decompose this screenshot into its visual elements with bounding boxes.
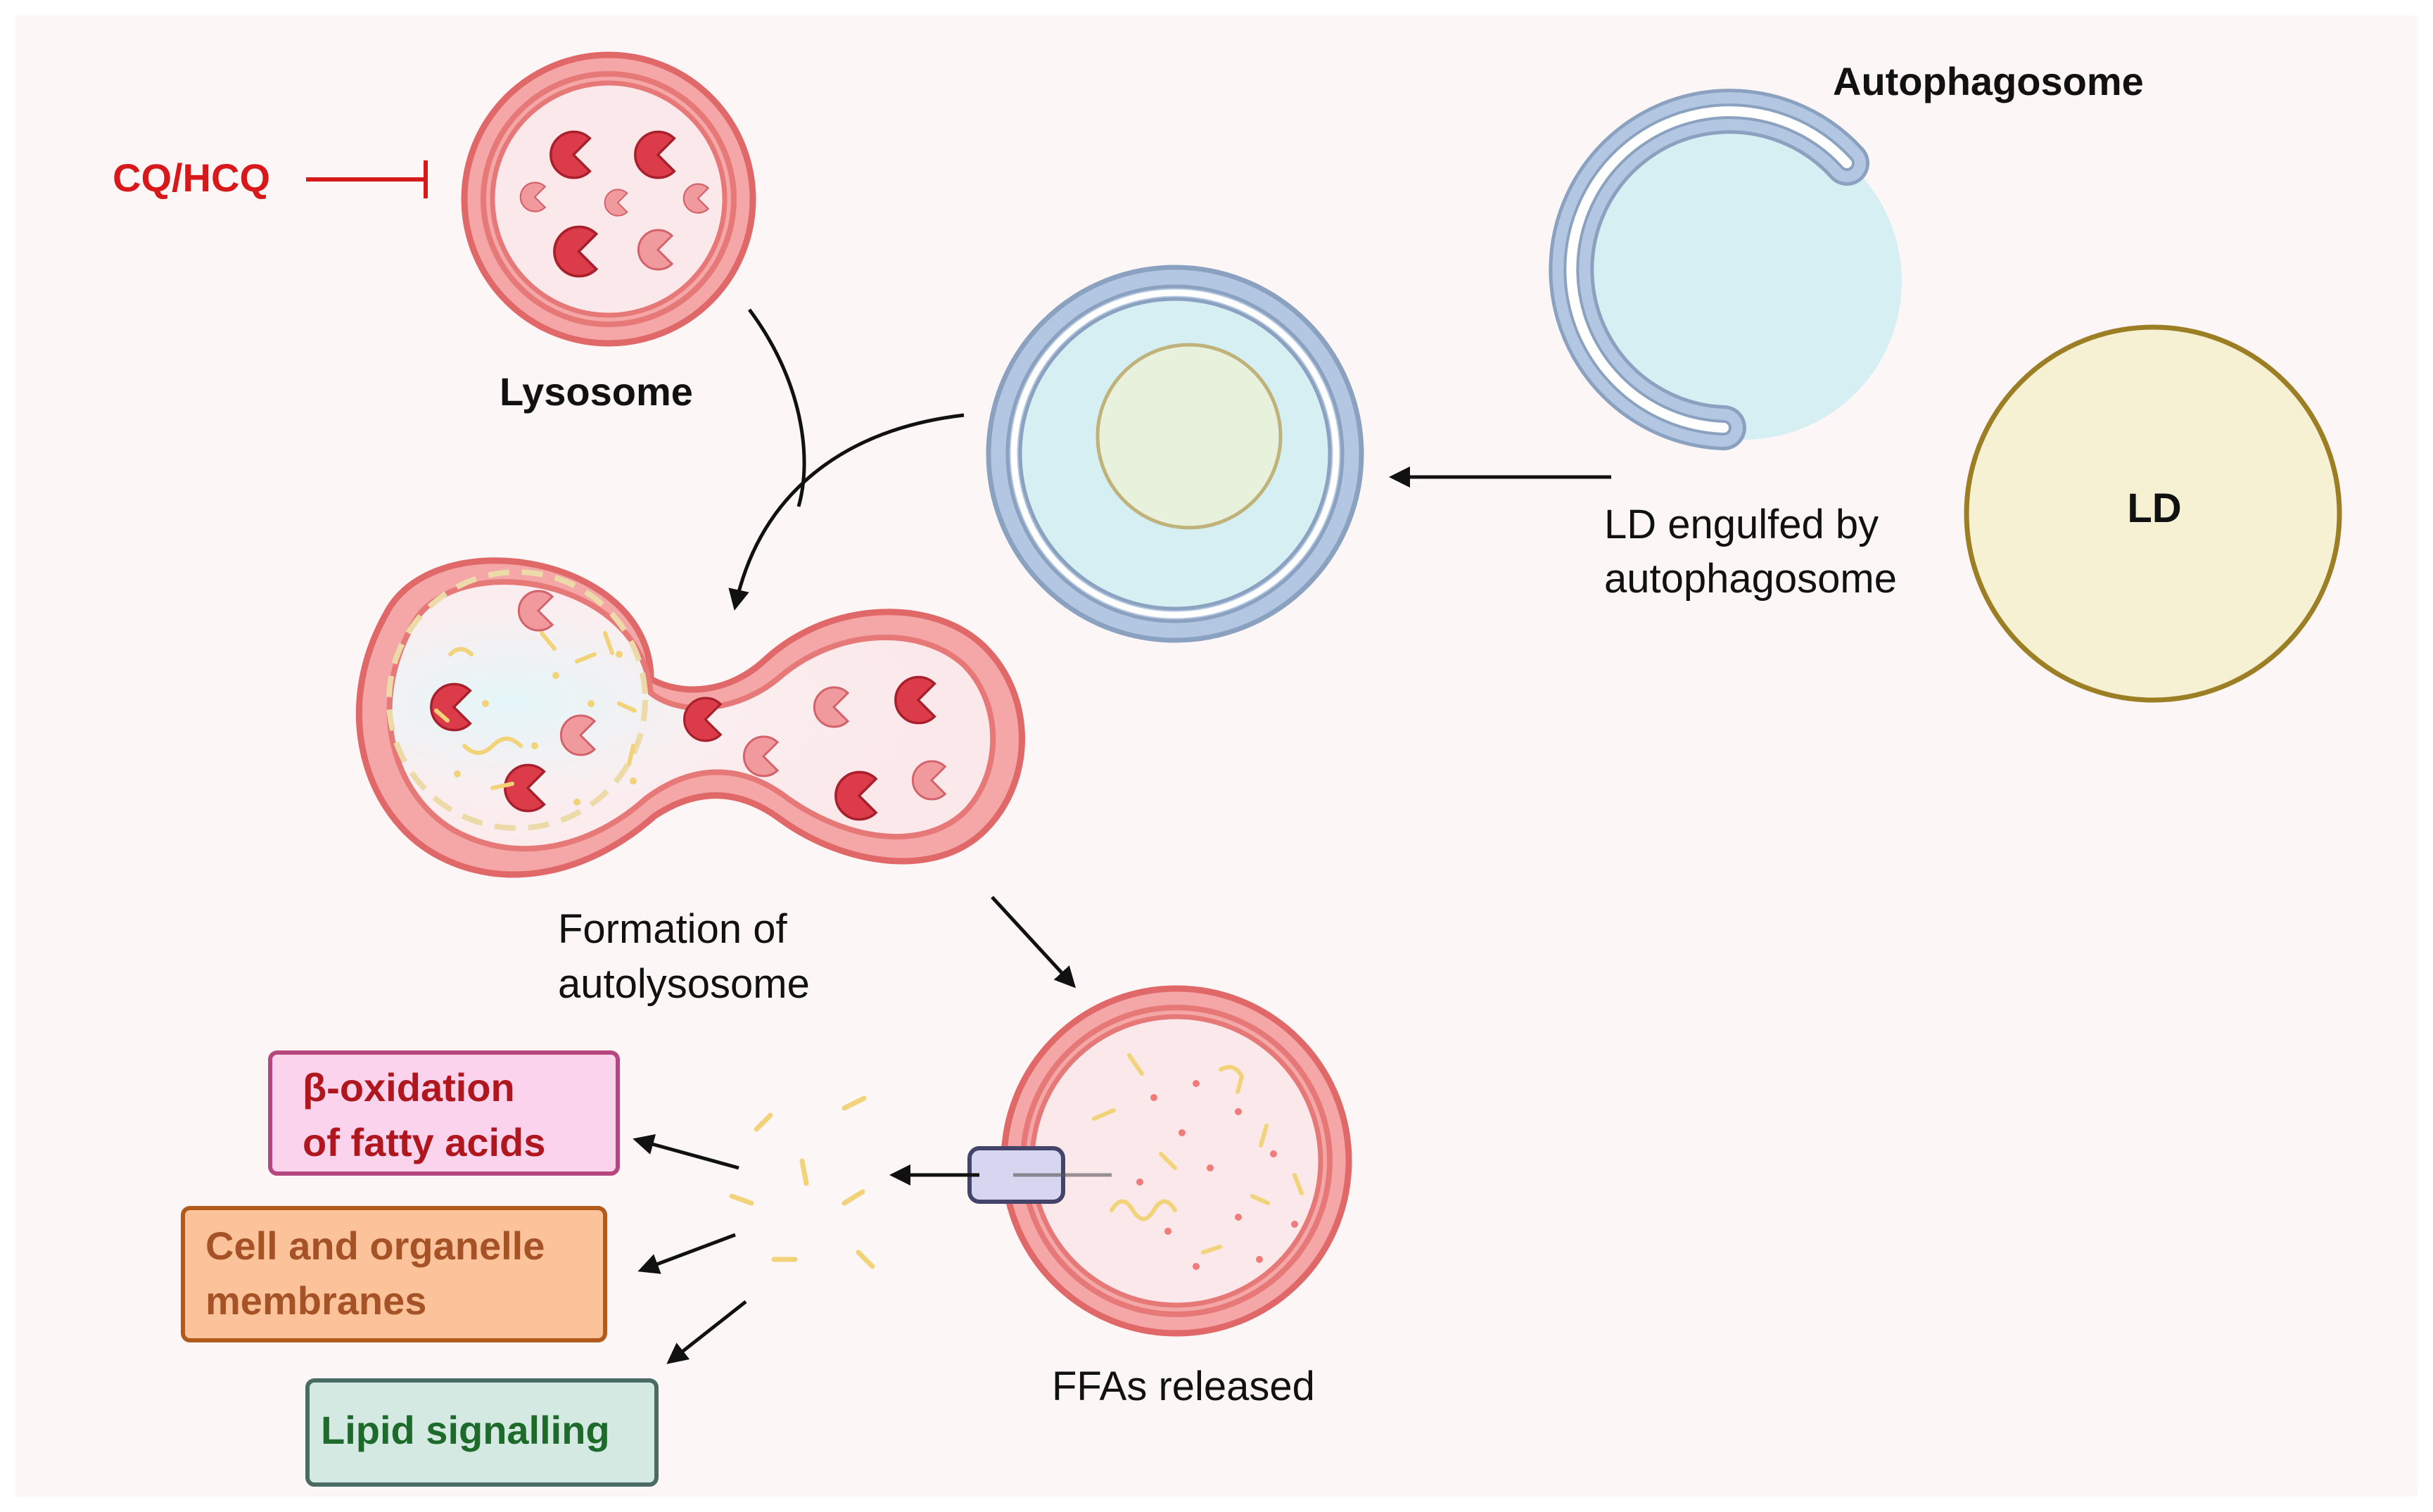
ffas-label: FFAs released — [1052, 1364, 1315, 1409]
lipid-signalling-label: Lipid signalling — [321, 1408, 610, 1452]
formation-label-line2: autolysosome — [558, 961, 810, 1007]
lipid-signalling-box — [305, 1378, 659, 1487]
ffa-dots — [1136, 1080, 1298, 1270]
inhibitor-label: CQ/HCQ — [113, 155, 270, 200]
ffa-lysosome — [967, 985, 1352, 1337]
beta-oxidation-line1: β-oxidation — [303, 1065, 515, 1110]
release-arrow — [991, 896, 1076, 989]
lysosome — [461, 51, 756, 347]
membranes-box — [181, 1206, 607, 1342]
lysosome-label: Lysosome — [500, 369, 693, 414]
membranes-line2: membranes — [205, 1278, 426, 1323]
membranes-line1: Cell and organelle — [205, 1224, 545, 1268]
engulfed-ld — [986, 265, 1364, 643]
lysosome-to-fusion-line — [747, 308, 806, 507]
engulf-label-line2: autophagosome — [1604, 556, 1897, 602]
formation-label-line1: Formation of — [558, 906, 787, 952]
beta-oxidation-box — [268, 1050, 620, 1176]
to-signalling-arrow — [666, 1300, 747, 1364]
autolysosome — [355, 557, 1025, 878]
released-ffas — [729, 1095, 875, 1269]
autophagosome-to-fusion-arrow — [728, 413, 965, 611]
to-beta-oxidation-arrow — [633, 1133, 739, 1170]
lipid-dots — [454, 651, 637, 806]
autophagosome — [1549, 89, 1902, 450]
fatty-acid-fragments — [1092, 1053, 1304, 1254]
ld-label: LD — [2127, 485, 2181, 531]
inhibitor-symbol — [306, 160, 428, 198]
autophagosome-label: Autophagosome — [1833, 59, 2144, 103]
engulf-label-line1: LD engulfed by — [1604, 502, 1879, 547]
lipid-droplet — [1964, 324, 2342, 703]
to-membranes-arrow — [637, 1233, 736, 1274]
arrows — [633, 308, 1611, 1364]
fatty-acid-fragments — [434, 631, 637, 790]
beta-oxidation-line2: of fatty acids — [303, 1120, 545, 1164]
